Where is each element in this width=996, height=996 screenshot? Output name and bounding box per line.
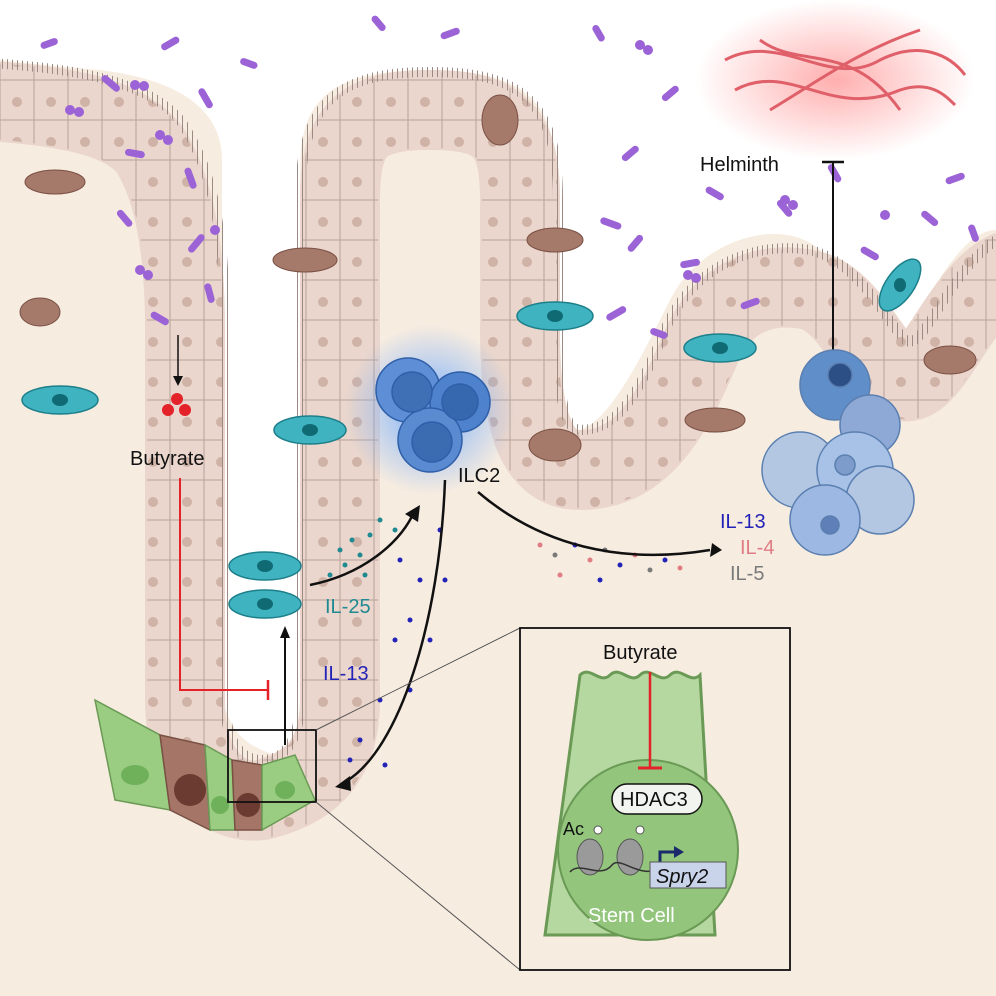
zoom-source-box <box>227 729 317 803</box>
brush-border <box>0 58 996 765</box>
il13-label-right: IL-13 <box>720 511 766 533</box>
spry2-box <box>649 861 727 889</box>
helminth-worm <box>724 28 967 112</box>
il4-label: IL-4 <box>740 537 774 559</box>
type2-arrowhead <box>710 543 722 557</box>
microbiota <box>40 15 979 339</box>
butyrate-inhibition-line <box>179 478 268 691</box>
il25-cytokine-dots <box>327 517 398 578</box>
il13-arrow-left <box>344 479 447 784</box>
il13-label-left: IL-13 <box>323 663 369 685</box>
hdac3-label: HDAC3 <box>620 789 688 811</box>
immune-cell-cluster <box>761 349 915 556</box>
ilc2-label: ILC2 <box>458 465 500 487</box>
ac-label: Ac <box>563 819 584 839</box>
il13-arrowhead-left <box>335 776 351 791</box>
stem-arrowhead <box>280 626 290 638</box>
ilc2-cells <box>375 357 491 473</box>
tuft-cells <box>21 258 922 619</box>
spry2-label: Spry2 <box>656 866 708 888</box>
crypt-base-cells <box>93 698 316 832</box>
nucleosomes <box>569 825 661 876</box>
butyrate-molecules <box>162 335 191 416</box>
goblet-cells <box>19 94 977 462</box>
il13-il4-il5-arrow <box>477 491 711 557</box>
zoom-line-top <box>315 627 521 731</box>
stem-cell-label: Stem Cell <box>588 905 675 927</box>
zoom-line-bottom <box>315 801 521 971</box>
il5-label: IL-5 <box>730 563 764 585</box>
type2-cytokine-dots <box>537 542 683 583</box>
inset-butyrate-label: Butyrate <box>603 642 677 664</box>
helminth-label: Helminth <box>700 154 779 176</box>
il25-label: IL-25 <box>325 596 371 618</box>
il25-arrowhead <box>405 505 420 522</box>
il25-arrow <box>309 509 417 587</box>
hdac3-box <box>611 783 703 815</box>
butyrate-label: Butyrate <box>130 448 204 470</box>
transcription-arrowhead <box>674 846 684 858</box>
helminth-glow <box>695 0 975 160</box>
